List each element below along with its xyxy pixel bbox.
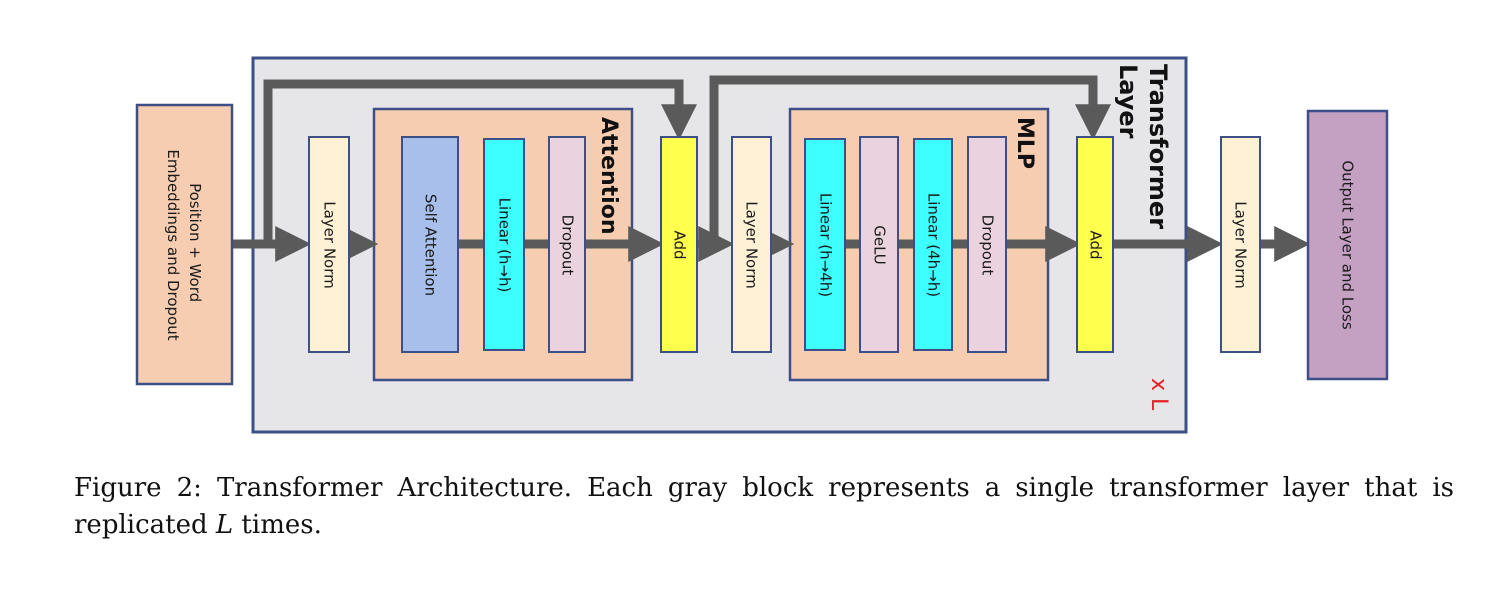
self-attention-box (401, 136, 459, 353)
dropout-mlp-box (967, 136, 1007, 353)
layer-norm-2-label: Layer Norm (743, 201, 761, 289)
add-1-box (660, 136, 698, 353)
layer-norm-final-label: Layer Norm (1232, 201, 1250, 289)
repeat-label: x L (1146, 378, 1171, 411)
add-1-label: Add (671, 230, 689, 259)
dropout-mlp-label: Dropout (979, 215, 997, 276)
layer-norm-2-box (731, 136, 772, 353)
caption-text: Figure 2: Transformer Architecture. Each… (74, 473, 1454, 540)
output-label: Output Layer and Loss (1339, 160, 1357, 330)
gelu-box (859, 136, 899, 353)
gelu-label: GeLU (871, 225, 889, 264)
dropout-attn-box (548, 136, 586, 353)
self-attention-label: Self Attention (422, 194, 440, 296)
transformer-diagram: Position + Word Embeddings and Dropout L… (135, 56, 1389, 434)
linear-mlp-2-box (913, 138, 953, 351)
embeddings-label: Position + Word Embeddings and Dropout (164, 149, 204, 340)
layer-norm-1-box (308, 136, 350, 353)
mlp-title: MLP (1012, 117, 1037, 169)
residual-arrow-2 (709, 75, 1111, 244)
caption-variable: L (215, 510, 234, 540)
layer-norm-final-box (1220, 136, 1261, 353)
add-2-label: Add (1087, 230, 1105, 259)
transformer-layer-title: Transformer Layer (1114, 64, 1172, 237)
linear-attn-box (483, 138, 525, 351)
linear-mlp-2-label: Linear (4h→h) (925, 193, 943, 297)
caption-suffix: times. (233, 510, 322, 540)
figure-caption: Figure 2: Transformer Architecture. Each… (74, 470, 1454, 544)
add-2-box (1076, 136, 1114, 353)
layer-norm-1-label: Layer Norm (321, 201, 339, 289)
attention-title: Attention (596, 117, 621, 234)
residual-arrow-1 (263, 79, 697, 244)
output-box (1306, 109, 1389, 381)
linear-attn-label: Linear (h→h) (496, 198, 514, 293)
linear-mlp-1-box (804, 138, 846, 351)
linear-mlp-1-label: Linear (h→4h) (817, 193, 835, 297)
dropout-attn-label: Dropout (559, 215, 577, 276)
embeddings-box (135, 103, 234, 386)
